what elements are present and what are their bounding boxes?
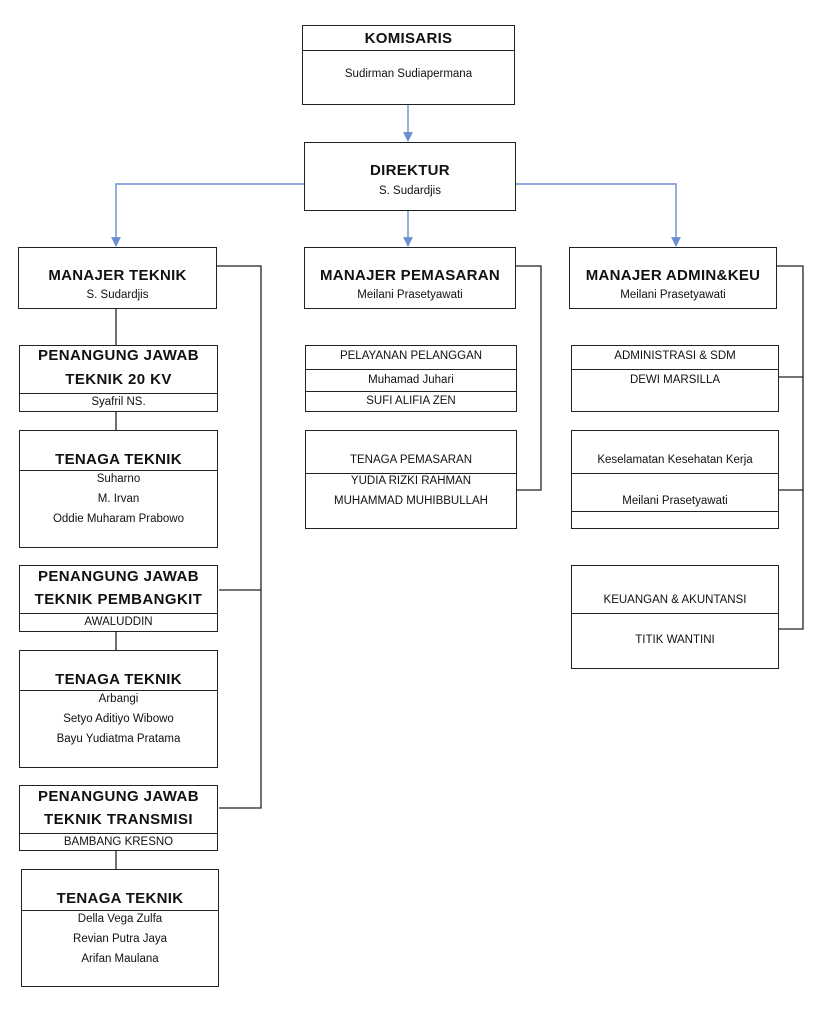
- admin-sdm-name: DEWI MARSILLA: [629, 374, 721, 386]
- pj-pembangkit-box: PENANGUNG JAWAB TEKNIK PEMBANGKIT AWALUD…: [19, 565, 218, 632]
- komisaris-title: KOMISARIS: [364, 30, 453, 47]
- tenaga-teknik-3-title: TENAGA TEKNIK: [56, 890, 184, 907]
- direktur-title: DIREKTUR: [370, 162, 450, 179]
- tenaga-teknik-1-member: M. Irvan: [97, 493, 140, 505]
- manajer-admin-box: MANAJER ADMIN&KEU Meilani Prasetyawati: [569, 247, 777, 309]
- tenaga-teknik-2-member: Arbangi: [98, 693, 139, 705]
- tenaga-pemasaran-title: TENAGA PEMASARAN: [349, 454, 473, 466]
- tenaga-teknik-3-member: Della Vega Zulfa: [77, 913, 163, 925]
- tenaga-teknik-1-box: TENAGA TEKNIK Suharno M. Irvan Oddie Muh…: [19, 430, 218, 548]
- pj-transmisi-box: PENANGUNG JAWAB TEKNIK TRANSMISI BAMBANG…: [19, 785, 218, 851]
- pj-20kv-box: PENANGUNG JAWAB TEKNIK 20 KV Syafril NS.: [19, 345, 218, 412]
- tenaga-teknik-2-box: TENAGA TEKNIK Arbangi Setyo Aditiyo Wibo…: [19, 650, 218, 768]
- pj-pembangkit-line2: TEKNIK PEMBANGKIT: [34, 591, 203, 608]
- manajer-teknik-title: MANAJER TEKNIK: [48, 267, 187, 284]
- pelayanan-member: Muhamad Juhari: [368, 374, 454, 386]
- tenaga-teknik-3-member: Revian Putra Jaya: [73, 933, 167, 945]
- arrow-direktur-admin: [515, 183, 681, 247]
- admin-sdm-box: ADMINISTRASI & SDM DEWI MARSILLA: [571, 345, 779, 412]
- keuangan-title: KEUANGAN & AKUNTANSI: [603, 594, 747, 606]
- k3-title: Keselamatan Kesehatan Kerja: [597, 454, 753, 466]
- tenaga-teknik-2-title: TENAGA TEKNIK: [55, 671, 182, 688]
- direktur-box: DIREKTUR S. Sudardjis: [304, 142, 516, 211]
- arrow-direktur-teknik: [111, 183, 304, 247]
- tenaga-teknik-3-member: Arifan Maulana: [81, 953, 159, 965]
- direktur-name: S. Sudardjis: [378, 185, 441, 197]
- tenaga-pemasaran-member: YUDIA RIZKI RAHMAN: [350, 475, 472, 487]
- tenaga-pemasaran-box: TENAGA PEMASARAN YUDIA RIZKI RAHMAN MUHA…: [305, 430, 517, 529]
- k3-name: Meilani Prasetyawati: [622, 495, 728, 507]
- manajer-teknik-name: S. Sudardjis: [86, 289, 149, 301]
- tenaga-teknik-2-member: Bayu Yudiatma Pratama: [56, 733, 181, 745]
- tenaga-teknik-1-member: Oddie Muharam Prabowo: [52, 513, 185, 525]
- pj-pembangkit-line1: PENANGUNG JAWAB: [37, 568, 200, 585]
- tenaga-teknik-2-member: Setyo Aditiyo Wibowo: [63, 713, 174, 725]
- manajer-pemasaran-title: MANAJER PEMASARAN: [319, 267, 501, 284]
- pj-transmisi-line2: TEKNIK TRANSMISI: [44, 811, 193, 828]
- komisaris-box: KOMISARIS Sudirman Sudiapermana: [302, 25, 515, 105]
- manajer-admin-title: MANAJER ADMIN&KEU: [585, 267, 761, 284]
- tenaga-teknik-1-title: TENAGA TEKNIK: [55, 451, 182, 468]
- manajer-pemasaran-name: Meilani Prasetyawati: [357, 289, 463, 301]
- tenaga-teknik-3-box: TENAGA TEKNIK Della Vega Zulfa Revian Pu…: [21, 869, 219, 987]
- manajer-admin-name: Meilani Prasetyawati: [620, 289, 726, 301]
- manajer-teknik-box: MANAJER TEKNIK S. Sudardjis: [18, 247, 217, 309]
- pj-pembangkit-name: AWALUDDIN: [84, 616, 153, 628]
- admin-sdm-title: ADMINISTRASI & SDM: [614, 350, 736, 362]
- pelayanan-box: PELAYANAN PELANGGAN Muhamad Juhari SUFI …: [305, 345, 517, 412]
- pelayanan-title: PELAYANAN PELANGGAN: [339, 350, 483, 362]
- pelayanan-member: SUFI ALIFIA ZEN: [366, 395, 456, 407]
- pj-transmisi-line1: PENANGUNG JAWAB: [37, 788, 200, 805]
- manajer-pemasaran-box: MANAJER PEMASARAN Meilani Prasetyawati: [304, 247, 516, 309]
- tenaga-pemasaran-member: MUHAMMAD MUHIBBULLAH: [334, 495, 488, 507]
- tenaga-teknik-1-member: Suharno: [96, 473, 141, 485]
- pj-20kv-name: Syafril NS.: [91, 396, 146, 408]
- pj-20kv-line2: TEKNIK 20 KV: [65, 371, 172, 388]
- komisaris-name: Sudirman Sudiapermana: [344, 68, 473, 80]
- k3-box: Keselamatan Kesehatan Kerja Meilani Pras…: [571, 430, 779, 529]
- keuangan-box: KEUANGAN & AKUNTANSI TITIK WANTINI: [571, 565, 779, 669]
- pj-20kv-line1: PENANGUNG JAWAB: [37, 347, 200, 364]
- pj-transmisi-name: BAMBANG KRESNO: [63, 836, 174, 848]
- keuangan-name: TITIK WANTINI: [635, 634, 715, 646]
